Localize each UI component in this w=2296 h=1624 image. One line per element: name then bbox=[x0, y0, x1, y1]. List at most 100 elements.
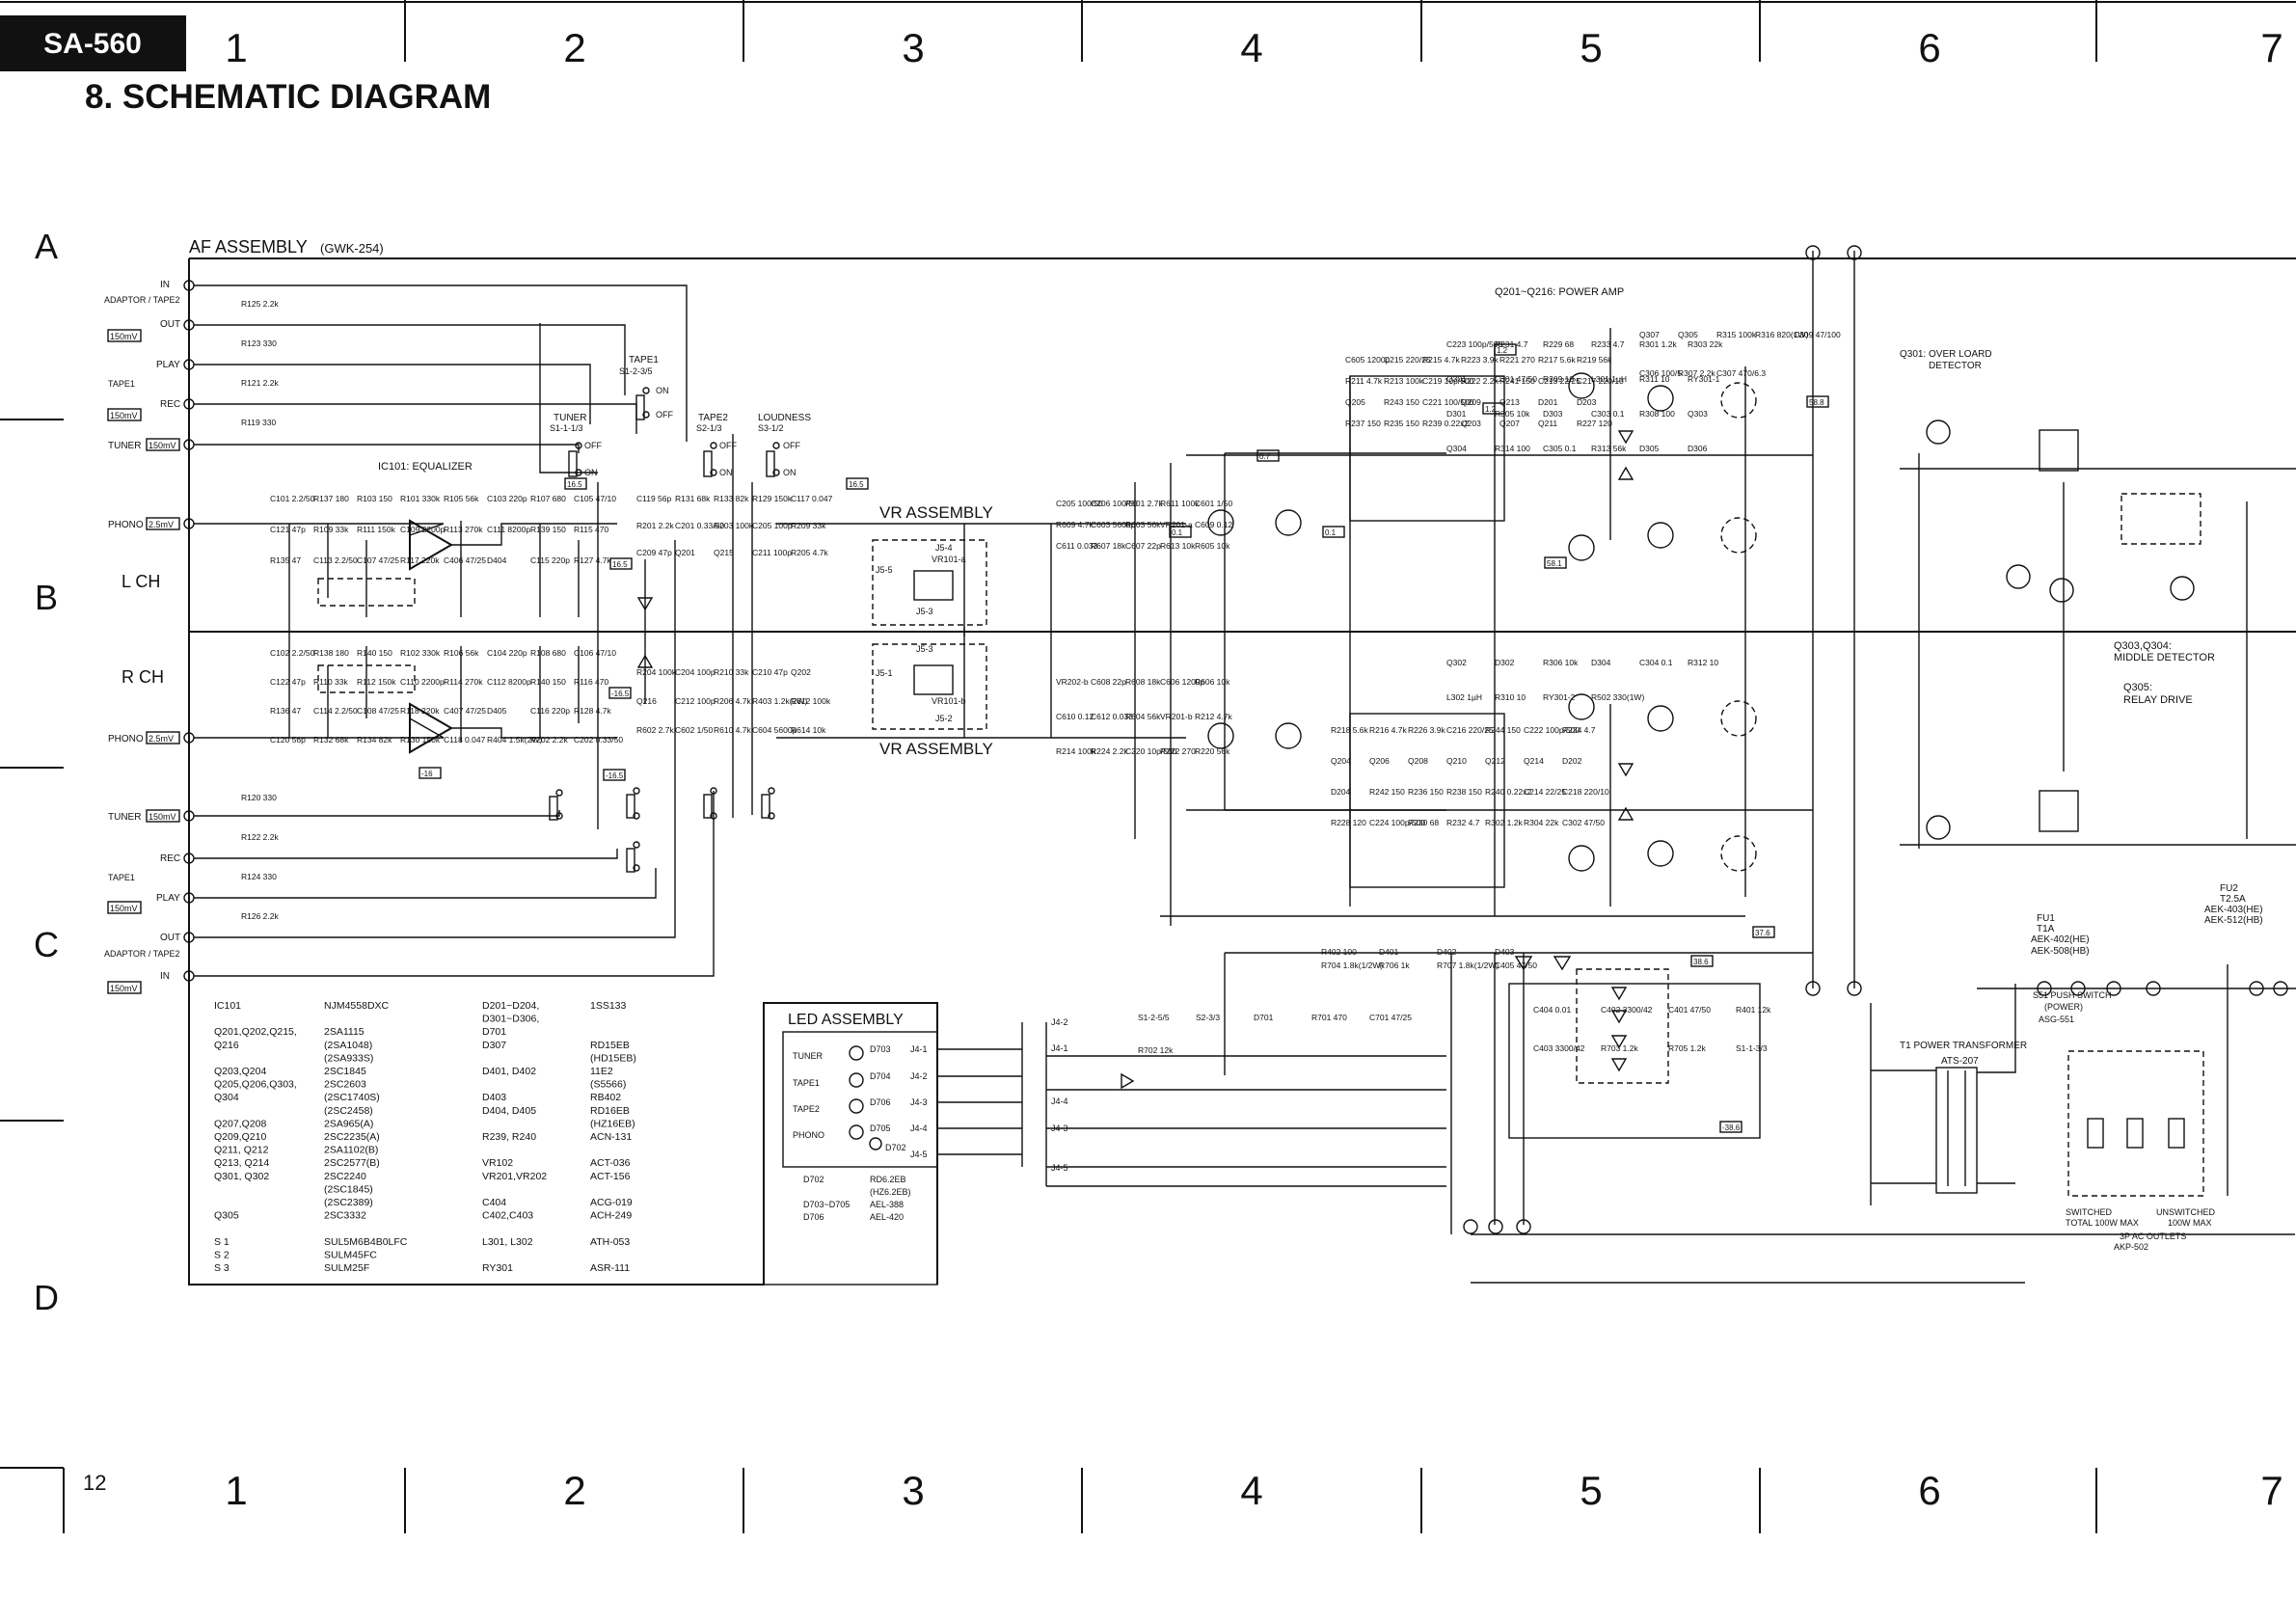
switch-contact[interactable]: OFF ON bbox=[766, 441, 800, 477]
component-label: C205 100/50 bbox=[1056, 499, 1103, 508]
component-label: R139 150 bbox=[530, 525, 566, 534]
column-label: 6 bbox=[1918, 1468, 1940, 1513]
row-label: D bbox=[34, 1278, 59, 1317]
component-label: R502 330(1W) bbox=[1591, 692, 1644, 702]
jack-tape1-play-r[interactable]: PLAY 150mV bbox=[107, 892, 195, 914]
parts-table-cell: 1SS133 bbox=[590, 1000, 627, 1012]
parts-table-cell: Q203,Q204 bbox=[214, 1066, 266, 1077]
svg-text:TAPE2: TAPE2 bbox=[793, 1104, 820, 1114]
jack-adaptor-in[interactable]: ADAPTOR / TAPE2 IN bbox=[104, 280, 195, 305]
component-label: R216 4.7k bbox=[1369, 725, 1407, 735]
svg-text:TUNER: TUNER bbox=[793, 1051, 823, 1061]
transistor-icon bbox=[1647, 840, 1674, 867]
column-label: 5 bbox=[1580, 25, 1602, 70]
component-label: C221 100/500 bbox=[1422, 397, 1474, 407]
component-label: C401 47/50 bbox=[1668, 1005, 1711, 1015]
voltage-label: 58.8 bbox=[1809, 398, 1824, 407]
component-label: R128 4.7k bbox=[574, 706, 611, 716]
voltage-label: 58.1 bbox=[1547, 559, 1562, 568]
jack-adaptor-in-r[interactable]: IN 150mV bbox=[107, 970, 195, 994]
jack-tape1-play[interactable]: PLAY TAPE1 bbox=[108, 359, 195, 389]
component-label: VR202-b bbox=[1056, 677, 1089, 687]
parts-table-cell: (2SA933S) bbox=[324, 1052, 373, 1064]
jack-adaptor-out[interactable]: OUT 150mV bbox=[107, 319, 195, 342]
switch-contact[interactable]: ON OFF bbox=[635, 386, 673, 420]
parts-table-cell: D307 bbox=[482, 1040, 506, 1051]
transistor-icon bbox=[1275, 509, 1302, 536]
switch-contact[interactable]: OFF ON bbox=[568, 441, 602, 477]
switch-contact[interactable]: OFF ON bbox=[703, 441, 737, 477]
led-assembly-label: LED ASSEMBLY bbox=[788, 1012, 904, 1028]
jack-tuner-r[interactable]: TUNER 150mV bbox=[108, 809, 195, 823]
component-label: R140 150 bbox=[357, 648, 392, 658]
component-label: R703 1.2k bbox=[1601, 1043, 1638, 1053]
component-label: C403 3300/42 bbox=[1533, 1043, 1585, 1053]
component-label: C107 47/25 bbox=[357, 555, 399, 565]
svg-text:S51 PUSH SWITCH: S51 PUSH SWITCH bbox=[2033, 990, 2112, 1000]
component-label: R606 10k bbox=[1195, 677, 1230, 687]
component-label: C111 8200p bbox=[487, 525, 530, 534]
switch-contact[interactable] bbox=[549, 787, 775, 873]
voltage-box bbox=[1494, 343, 1517, 356]
svg-text:J5-3: J5-3 bbox=[916, 607, 933, 616]
svg-text:IN: IN bbox=[160, 280, 170, 290]
transistor-icon bbox=[1720, 700, 1757, 737]
component-label: R706 1k bbox=[1379, 961, 1410, 970]
component-label: R610 4.7k bbox=[714, 725, 751, 735]
component-label: VR201-a bbox=[1160, 520, 1193, 529]
component-label: R118 220k bbox=[400, 706, 440, 716]
voltage-box bbox=[608, 687, 632, 699]
jack-adaptor-out-r[interactable]: OUT ADAPTOR / TAPE2 bbox=[104, 932, 195, 959]
component-label: R238 150 bbox=[1446, 787, 1482, 797]
component-label: C605 1200p bbox=[1345, 355, 1391, 365]
svg-text:J5-5: J5-5 bbox=[876, 565, 893, 575]
component-label: C110 2200p bbox=[400, 677, 445, 687]
component-label: R203 100k bbox=[714, 521, 754, 530]
svg-text:J4-3: J4-3 bbox=[1051, 1123, 1068, 1133]
parts-table-cell: 2SC2240 bbox=[324, 1171, 366, 1182]
input-jacks: ADAPTOR / TAPE2 IN OUT 150mV PLAY TAPE1 … bbox=[104, 280, 195, 994]
component-label: Q307 bbox=[1639, 330, 1660, 339]
svg-text:LOUDNESS: LOUDNESS bbox=[758, 413, 811, 423]
svg-text:D706: D706 bbox=[870, 1097, 891, 1107]
jack-tuner[interactable]: TUNER 150mV bbox=[108, 438, 195, 451]
component-label: R123 330 bbox=[241, 338, 277, 348]
component-label: R103 150 bbox=[357, 494, 392, 503]
component-label: R306 10k bbox=[1543, 658, 1579, 667]
svg-text:J5-1: J5-1 bbox=[876, 668, 893, 678]
voltage-box bbox=[1544, 556, 1567, 569]
component-label: R205 4.7k bbox=[791, 548, 828, 557]
component-label: R240 0.22x2 bbox=[1485, 787, 1531, 797]
parts-table-cell: RB402 bbox=[590, 1092, 621, 1103]
column-label: 1 bbox=[225, 25, 247, 70]
component-label: R219 56k bbox=[1577, 355, 1612, 365]
parts-table-cell: Q207,Q208 bbox=[214, 1118, 266, 1129]
voltage-box bbox=[609, 557, 633, 570]
voltage-box bbox=[603, 769, 626, 781]
component-label: D401 bbox=[1379, 947, 1399, 957]
component-label: Q211 bbox=[1538, 419, 1557, 428]
component-label: C109 2200p bbox=[400, 525, 446, 534]
parts-table-cell: S 2 bbox=[214, 1249, 230, 1260]
transistor-icon bbox=[1647, 705, 1674, 732]
parts-table-cell: SULM45FC bbox=[324, 1249, 377, 1260]
jack-phono-l[interactable]: PHONO 2.5mV bbox=[108, 517, 195, 530]
component-label: R404 1.5k(2W) bbox=[487, 735, 542, 744]
svg-text:150mV: 150mV bbox=[149, 441, 176, 450]
led-table-cell: (HZ6.2EB) bbox=[870, 1187, 911, 1197]
component-label: R214 100k bbox=[1056, 746, 1096, 756]
transistor-icon bbox=[1568, 693, 1595, 720]
component-label: R609 4.7k bbox=[1056, 520, 1094, 529]
jack-tape1-rec-r[interactable]: REC TAPE1 bbox=[108, 853, 195, 882]
svg-text:ON: ON bbox=[584, 468, 598, 477]
component-label: C213 22/25 bbox=[1538, 376, 1580, 386]
jack-phono-r[interactable]: PHONO 2.5mV bbox=[108, 731, 195, 744]
component-label: C222 100p/500 bbox=[1524, 725, 1580, 735]
svg-text:J5-2: J5-2 bbox=[935, 714, 953, 723]
jack-tape1-rec[interactable]: REC 150mV bbox=[107, 398, 195, 421]
parts-table-cell: Q213, Q214 bbox=[214, 1157, 269, 1169]
component-label: C215 220/25 bbox=[1384, 355, 1431, 365]
component-label: R117 220k bbox=[400, 555, 440, 565]
vr101-b-frame bbox=[872, 643, 987, 730]
component-label: C701 47/25 bbox=[1369, 1013, 1412, 1022]
